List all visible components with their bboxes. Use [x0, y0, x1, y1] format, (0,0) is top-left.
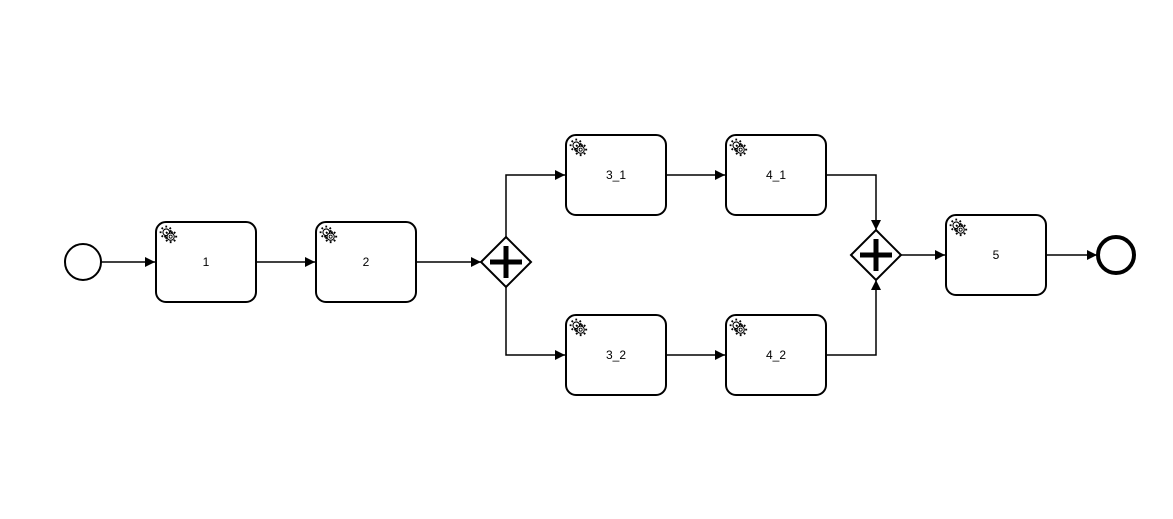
flow-split-to-3_2[interactable] [505, 287, 565, 360]
service-task-3_1[interactable]: 3_1 [565, 134, 667, 216]
service-task-1[interactable]: 1 [155, 221, 257, 303]
flow-split-to-3_1[interactable] [505, 170, 565, 237]
flow-4_2-to-join[interactable] [826, 280, 881, 356]
task-label: 4_1 [766, 168, 786, 182]
start-event[interactable] [64, 243, 102, 281]
service-task-5[interactable]: 5 [945, 214, 1047, 296]
service-task-3_2[interactable]: 3_2 [565, 314, 667, 396]
parallel-gateway-join[interactable] [849, 228, 903, 282]
task-label: 3_1 [606, 168, 626, 182]
task-label: 2 [363, 255, 370, 269]
task-label: 5 [993, 248, 1000, 262]
end-event[interactable] [1096, 235, 1136, 275]
service-task-4_2[interactable]: 4_2 [725, 314, 827, 396]
task-label: 3_2 [606, 348, 626, 362]
flow-4_1-to-join[interactable] [826, 174, 881, 230]
service-task-4_1[interactable]: 4_1 [725, 134, 827, 216]
task-label: 1 [203, 255, 210, 269]
service-task-2[interactable]: 2 [315, 221, 417, 303]
task-label: 4_2 [766, 348, 786, 362]
parallel-gateway-split[interactable] [479, 235, 533, 289]
